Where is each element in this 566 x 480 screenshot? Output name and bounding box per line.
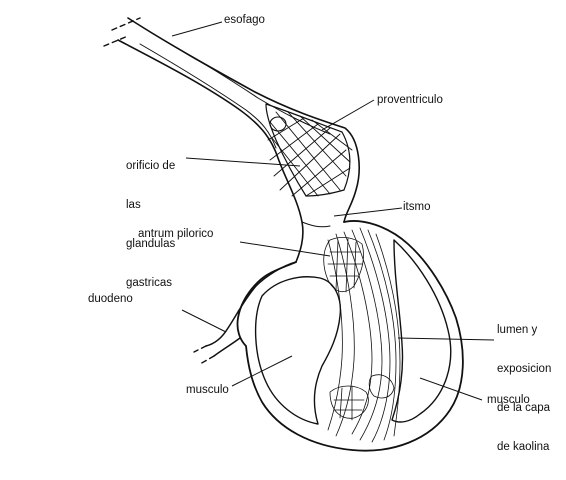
label-esofago: esofago bbox=[224, 14, 265, 26]
label-antrum-pilorico: antrum pilorico bbox=[138, 228, 214, 240]
label-lumen-line: de la capa bbox=[497, 402, 551, 414]
label-orificio-line: orificio de bbox=[126, 160, 176, 172]
leader-musculo-right bbox=[420, 378, 482, 400]
label-lumen-line: de kaolina bbox=[497, 441, 550, 453]
label-musculo-right: musculo bbox=[487, 394, 530, 406]
isthmus-wall-left bbox=[302, 222, 330, 227]
leader-proventriculo bbox=[322, 100, 374, 130]
gland-orifice bbox=[270, 117, 286, 131]
duodenum-wall-lower bbox=[214, 338, 240, 356]
esophagus-cut-dashes bbox=[104, 18, 140, 46]
label-musculo-left: musculo bbox=[186, 384, 229, 396]
diagram-drawing bbox=[0, 0, 566, 457]
leader-lumen bbox=[398, 338, 494, 340]
label-orificio-line: las bbox=[126, 199, 141, 211]
label-lumen-line: lumen y bbox=[497, 324, 538, 336]
leader-musculo-left bbox=[232, 356, 292, 386]
lower-cell-cluster bbox=[330, 375, 394, 420]
duodenum-cut-dashes bbox=[194, 346, 214, 364]
right-muscle-lobe bbox=[392, 240, 451, 422]
antrum-cells bbox=[324, 237, 364, 292]
label-duodeno: duodeno bbox=[88, 293, 133, 305]
leader-esofago bbox=[172, 22, 222, 36]
esophagus-lumen-line-2 bbox=[140, 44, 276, 148]
left-muscle-lobe bbox=[256, 277, 341, 424]
esophagus-lumen-line bbox=[150, 32, 330, 134]
label-lumen-line: exposicion bbox=[497, 363, 552, 375]
label-orificio-line: glandulas bbox=[126, 238, 176, 250]
leader-orificio bbox=[186, 158, 300, 166]
leader-antrum bbox=[240, 242, 330, 256]
proventriculus-mesh-lines bbox=[268, 112, 352, 196]
proventriculus-mesh-outline bbox=[266, 104, 350, 196]
duodenum-wall-upper bbox=[206, 262, 296, 346]
label-proventriculo: proventriculo bbox=[377, 94, 443, 106]
label-orificio-glandulas: orificio de las glandulas gastricas bbox=[126, 134, 175, 316]
koilin-layer-lines bbox=[328, 228, 400, 442]
label-lumen-kaolina: lumen y exposicion de la capa de kaolina bbox=[497, 298, 551, 480]
leader-itsmo bbox=[334, 208, 402, 216]
label-itsmo: itsmo bbox=[403, 201, 431, 213]
label-orificio-line: gastricas bbox=[126, 277, 173, 289]
leader-duodeno bbox=[182, 310, 226, 332]
stomach-anatomy-diagram: esofago proventriculo orificio de las gl… bbox=[0, 0, 566, 457]
gizzard-outer-wall bbox=[237, 221, 462, 451]
